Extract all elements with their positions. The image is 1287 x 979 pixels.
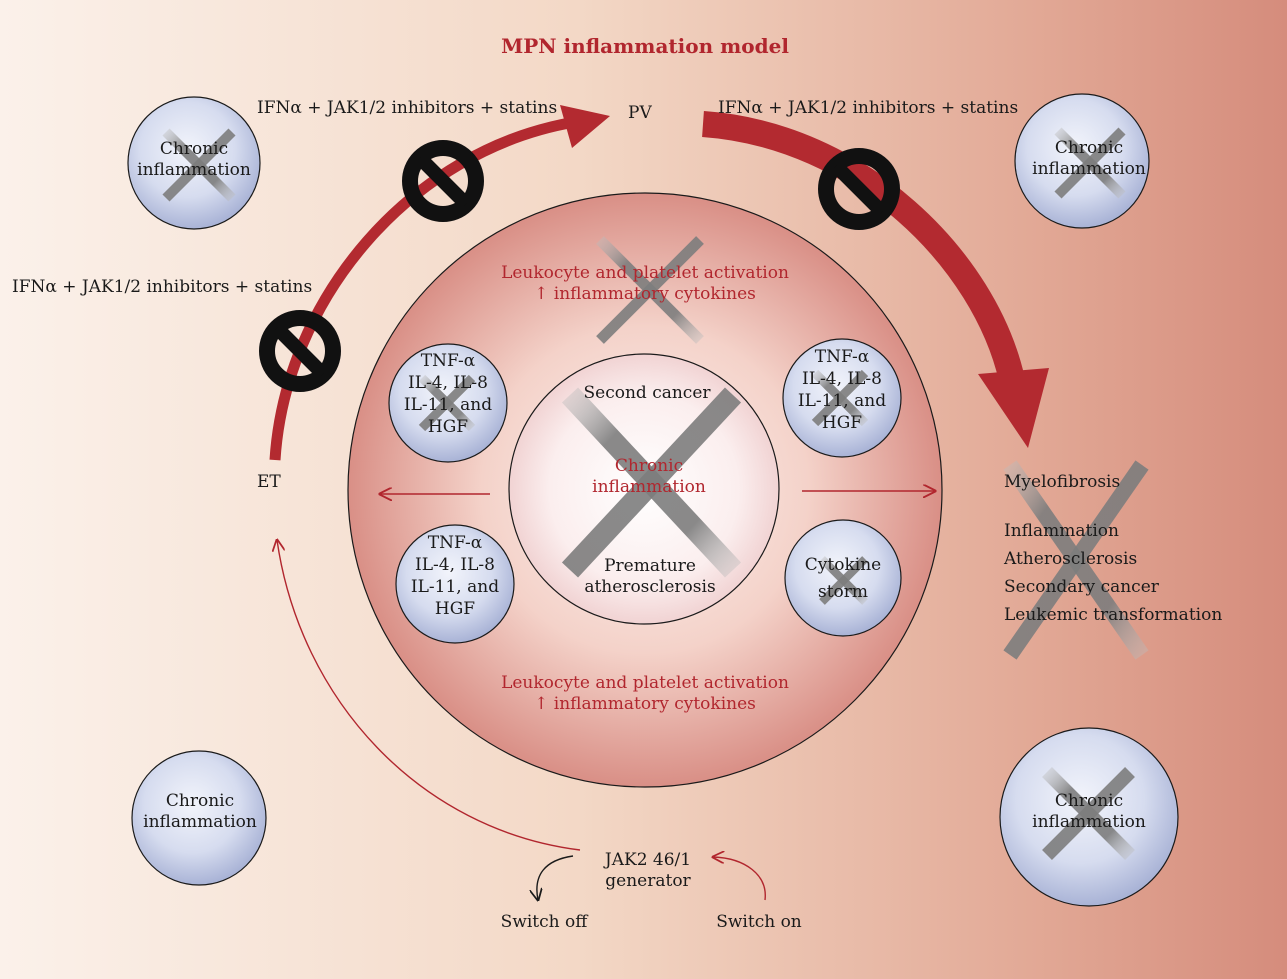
activation-text-top: Leukocyte and platelet activation↑ infla… (501, 263, 789, 305)
cross-icon (1054, 127, 1126, 199)
switch-off-arrow (537, 855, 574, 900)
outcome-item: Inflammation (1004, 521, 1119, 541)
switch-on-arrow (713, 857, 766, 901)
cross-icon (819, 556, 868, 605)
cross-icon (162, 128, 236, 202)
pv-label: PV (628, 103, 652, 123)
pv-to-mf-arrowhead (978, 368, 1049, 448)
prohibition-icon (402, 140, 484, 222)
diagram-title: MPN inflammation model (501, 34, 789, 58)
cross-icon (561, 387, 742, 578)
et-to-pv-arrowhead (560, 105, 610, 148)
cross-marks (162, 127, 1149, 860)
outcome-item: Secondary cancer (1004, 577, 1159, 598)
et-to-pv-arrow (269, 116, 576, 461)
switch-on-label: Switch on (716, 912, 802, 932)
cross-icon (1003, 460, 1149, 660)
outcome-item: Atherosclerosis (1004, 549, 1138, 570)
core-second-cancer: Second cancer (583, 383, 711, 403)
treatment-label-top-left: IFNα + JAK1/2 inhibitors + statins (257, 98, 558, 118)
et-label: ET (257, 472, 281, 492)
treatment-label-left: IFNα + JAK1/2 inhibitors + statins (12, 277, 313, 297)
switch-off-label: Switch off (500, 912, 588, 932)
cross-icon (418, 374, 476, 432)
cross-icon (811, 369, 869, 427)
generator-to-et-arrow (277, 540, 581, 851)
chronic-bubble-bottom-left (131, 750, 267, 886)
cross-icon (1042, 767, 1135, 860)
outcome-item: Leukemic transformation (1004, 605, 1223, 626)
prohibition-icon (259, 310, 341, 392)
prohibition-icon (818, 148, 900, 230)
activation-text-bottom: Leukocyte and platelet activation↑ infla… (501, 673, 789, 715)
treatment-label-top-right: IFNα + JAK1/2 inhibitors + statins (718, 98, 1019, 118)
pv-to-mf-arrow (702, 111, 1025, 383)
cytokine-bubble-lower-left (395, 524, 515, 644)
outcome-heading: Myelofibrosis (1004, 472, 1121, 492)
outcome-list: Inflammation Atherosclerosis Secondary c… (1004, 517, 1222, 629)
cross-icon (596, 236, 704, 344)
